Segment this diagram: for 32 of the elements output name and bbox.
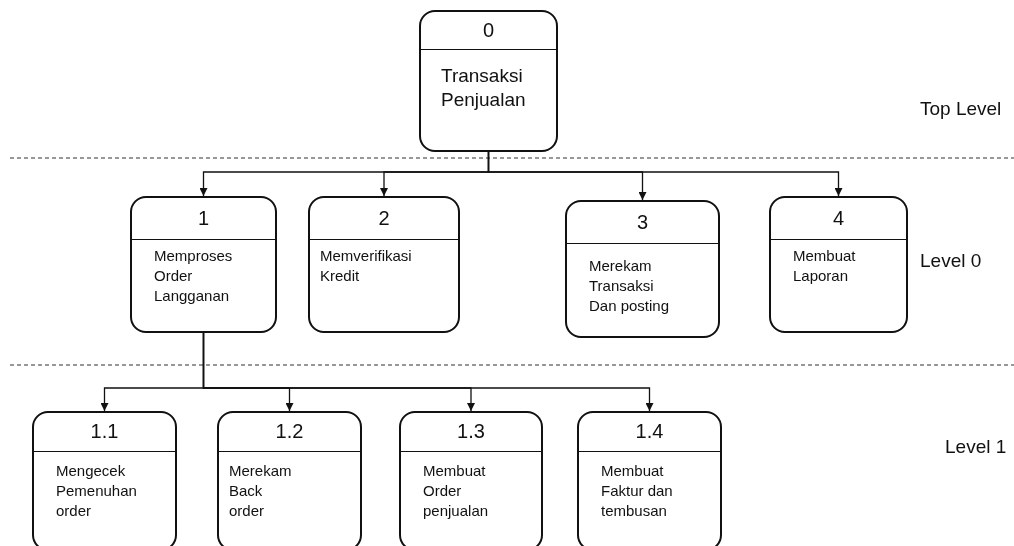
- arrow: [487, 151, 843, 197]
- process-box: [399, 411, 543, 546]
- process-number: 1.2: [219, 413, 360, 452]
- process-number: 1.1: [34, 413, 175, 452]
- process-name: Merekam Transaksi Dan posting: [589, 256, 671, 316]
- process-name: Memverifikasi Kredit: [320, 246, 413, 286]
- process-name: Merekam Back order: [229, 461, 293, 521]
- process-name: Mengecek Pemenuhan order: [56, 461, 138, 521]
- process-box: [769, 196, 908, 333]
- process-box: [308, 196, 460, 333]
- process-box: [32, 411, 177, 546]
- process-name: Membuat Laporan: [793, 246, 857, 286]
- process-box: [577, 411, 722, 546]
- level-label: Level 1: [945, 436, 1007, 458]
- process-name: Membuat Faktur dan tembusan: [601, 461, 674, 521]
- level-label: Top Level: [920, 98, 1002, 120]
- process-number: 1.4: [579, 413, 720, 452]
- process-number: 1: [132, 198, 275, 240]
- level-label: Level 0: [920, 250, 982, 272]
- process-number: 4: [771, 198, 906, 240]
- process-number: 0: [421, 12, 556, 50]
- process-box: [419, 10, 558, 152]
- process-number: 2: [310, 198, 458, 240]
- arrow: [202, 332, 654, 412]
- process-box: [130, 196, 277, 333]
- process-name: Transaksi Penjualan: [441, 64, 527, 112]
- process-name: Membuat Order penjualan: [423, 461, 490, 521]
- process-number: 3: [567, 202, 718, 244]
- process-name: Memproses Order Langganan: [154, 246, 234, 306]
- process-number: 1.3: [401, 413, 541, 452]
- process-box: [217, 411, 362, 546]
- process-box: [565, 200, 720, 338]
